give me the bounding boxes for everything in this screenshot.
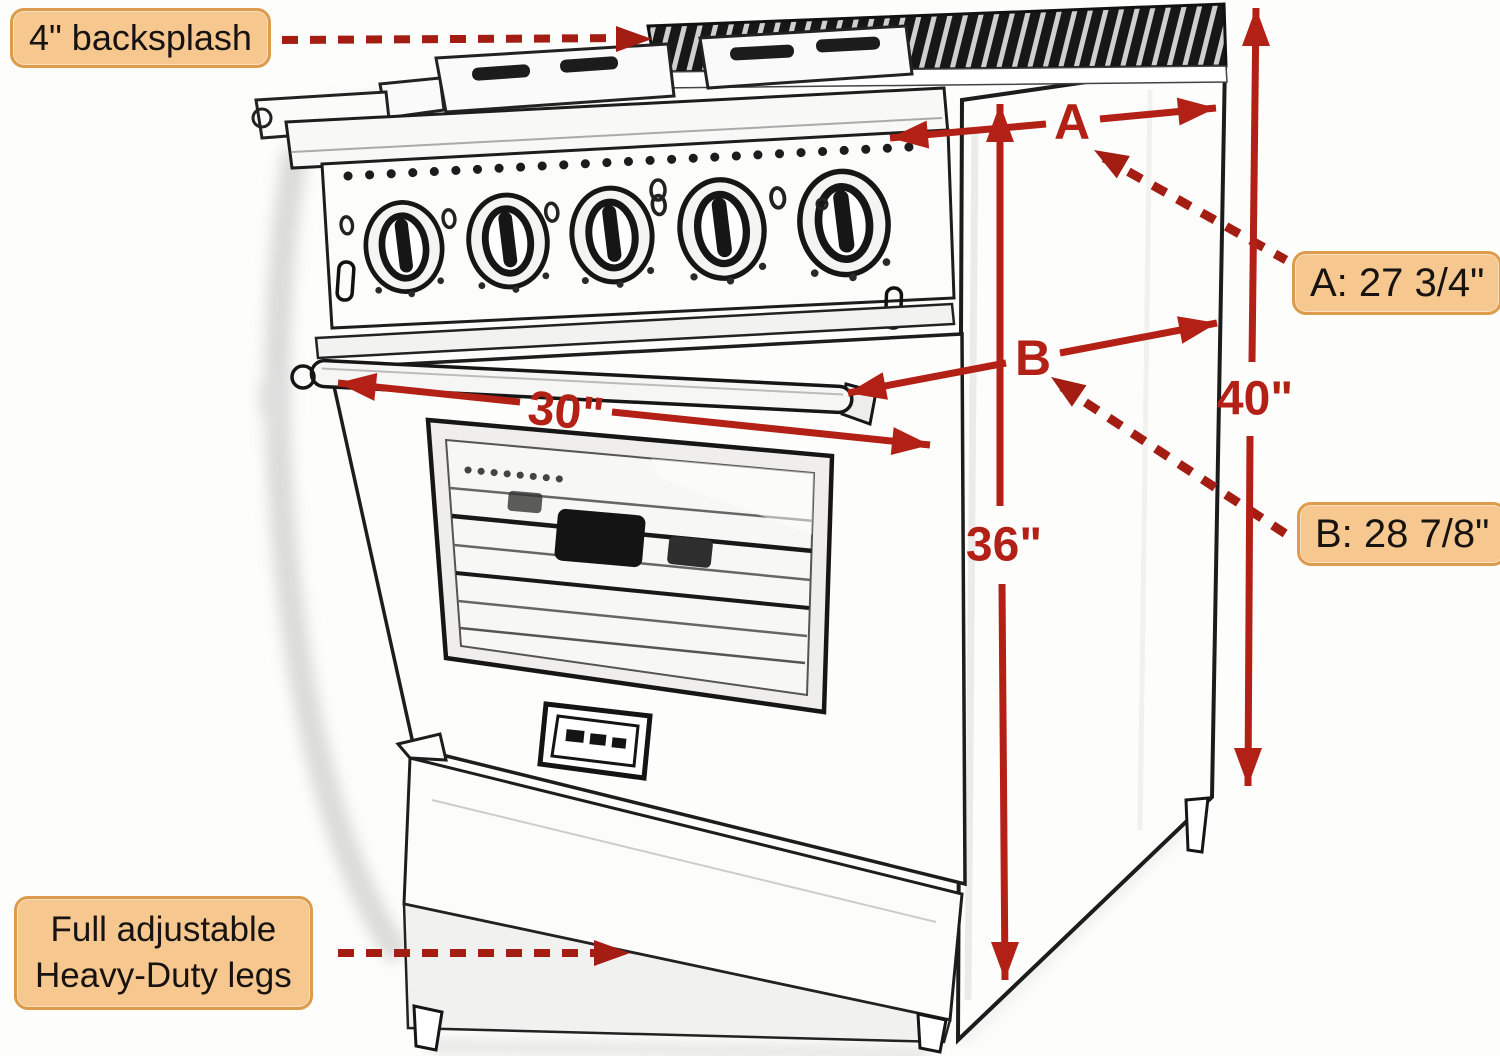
- legs-pointer-arrow: [338, 940, 630, 966]
- backsplash-callout-label: 4" backsplash: [10, 8, 271, 68]
- burner-knob: [441, 192, 550, 293]
- control-panel: [320, 128, 956, 330]
- burner-knob: [339, 200, 445, 298]
- back-right-leg: [1184, 796, 1210, 854]
- legs-callout-line1: Full adjustable: [50, 910, 277, 949]
- igniter-detail: [815, 197, 829, 211]
- oven-door: [327, 332, 967, 887]
- dimension-a-value-label: A: 27 3/4": [1292, 251, 1500, 315]
- brand-badge: [537, 701, 653, 781]
- storage-drawer: [395, 732, 1210, 1054]
- cooktop-height-dimension-text: 36": [965, 518, 1043, 572]
- oven-vent-band: [314, 302, 956, 360]
- range-side-panel: [955, 59, 1228, 1045]
- panel-end-detail: [335, 260, 356, 302]
- legs-callout-line2: Heavy-Duty legs: [35, 956, 292, 995]
- igniter-detail: [649, 178, 667, 202]
- dim-arrow-30: [337, 373, 931, 455]
- dimension-b-value-label: B: 28 7/8": [1297, 502, 1500, 566]
- front-left-leg: [412, 1004, 444, 1052]
- width-dimension-text: 30": [525, 381, 607, 443]
- dim-arrow-a: [889, 97, 1217, 149]
- burner-knob: [769, 168, 891, 282]
- backsplash-pointer-arrow: [281, 26, 652, 52]
- dimension-b-marker: B: [1014, 330, 1052, 386]
- dim-arrow-40: [1234, 7, 1270, 787]
- dim-b-callout-line: [1051, 377, 1295, 542]
- overall-height-dimension-text: 40": [1216, 372, 1294, 426]
- front-right-leg: [916, 1012, 948, 1054]
- burner-grates: [251, 24, 914, 140]
- dimension-a-marker: A: [1053, 94, 1091, 150]
- dim-arrow-b: [847, 316, 1218, 400]
- burner-knob: [543, 185, 655, 288]
- legs-callout-label: Full adjustable Heavy-Duty legs: [14, 896, 313, 1010]
- dim-arrow-36: [986, 104, 1019, 981]
